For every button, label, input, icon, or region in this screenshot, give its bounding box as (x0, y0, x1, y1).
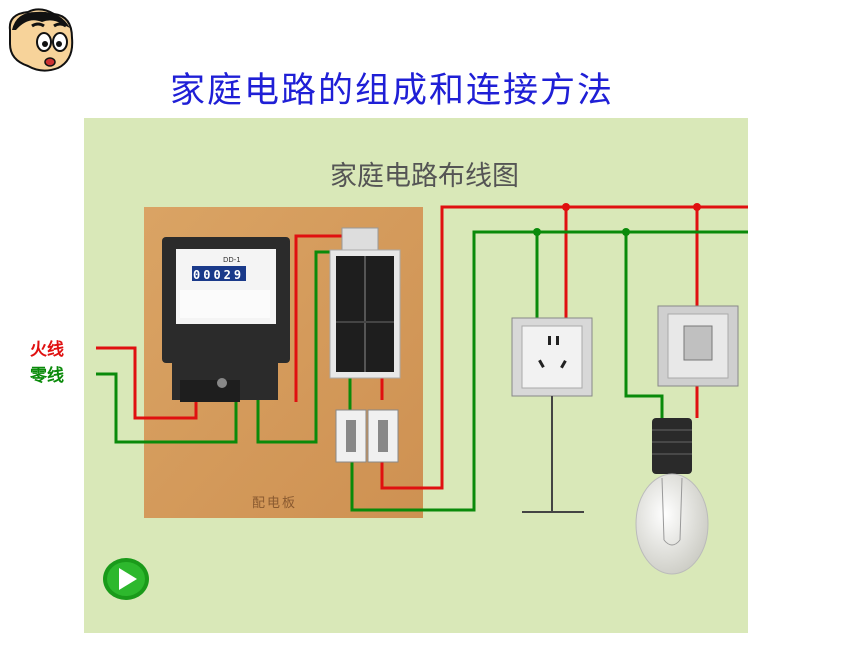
ground-wire (522, 396, 584, 513)
meter-reading: 00029 (193, 268, 245, 282)
meter-model: DD-1 (223, 256, 241, 264)
slide-title: 家庭电路的组成和连接方法 (170, 71, 615, 111)
fuse-left (335, 409, 367, 463)
light-bulb (635, 418, 709, 575)
live-wire-label: 火线 (30, 340, 64, 360)
play-icon (119, 568, 137, 590)
play-button[interactable] (102, 557, 150, 601)
fuse-right (367, 409, 399, 463)
light-switch (657, 305, 739, 387)
neutral-wire (96, 230, 748, 512)
neutral-wire-label: 零线 (30, 366, 64, 386)
diagram-title: 家庭电路布线图 (330, 161, 519, 192)
main-switch (329, 227, 401, 379)
board-label: 配电板 (252, 496, 298, 511)
electric-meter (162, 237, 290, 402)
wall-socket (511, 317, 593, 397)
live-wire (96, 205, 748, 490)
cartoon-mascot-icon (8, 8, 74, 72)
